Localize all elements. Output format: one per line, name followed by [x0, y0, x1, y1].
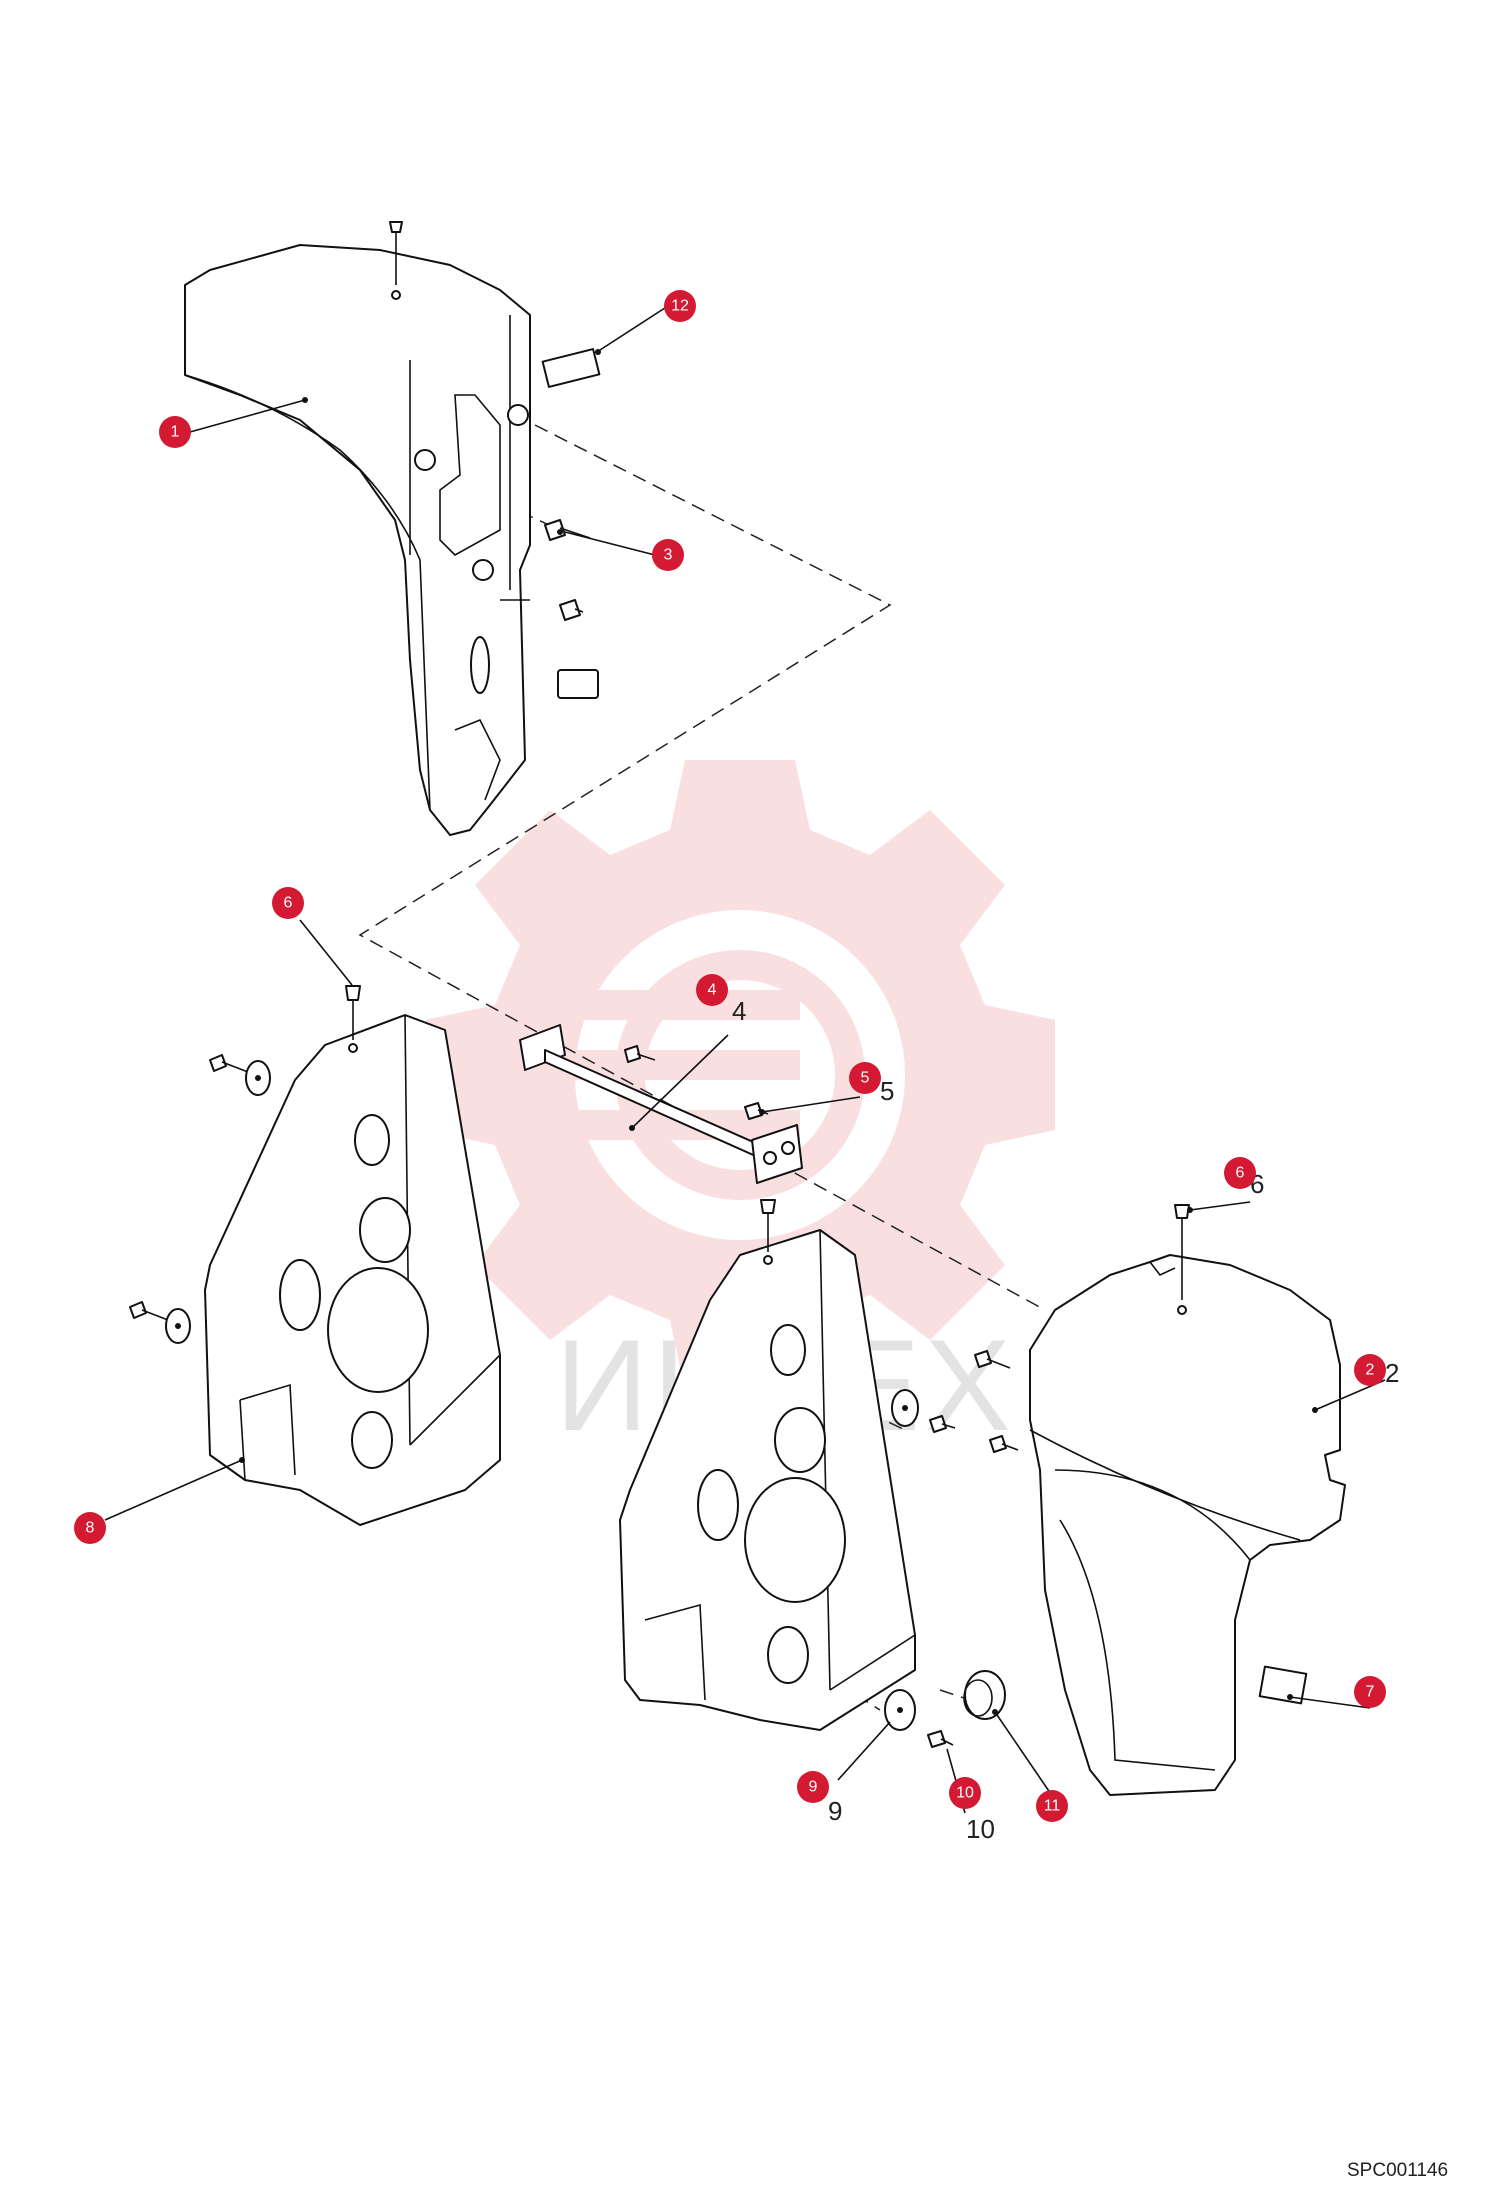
svg-text:7: 7 — [1366, 1684, 1375, 1701]
part-8-left-plate — [204, 1014, 501, 1526]
callout-10: 10 — [949, 1777, 981, 1809]
svg-text:4: 4 — [708, 982, 717, 999]
svg-text:11: 11 — [1044, 1798, 1061, 1815]
printed-number-10: 10 — [966, 1814, 995, 1844]
part-1-upper-bracket — [184, 244, 531, 836]
svg-text:12: 12 — [671, 298, 689, 315]
part-1-plate — [557, 669, 599, 699]
figure-code: SPC001146 — [1347, 2160, 1448, 2181]
rod-bolt — [624, 1045, 656, 1063]
callout-9: 9 — [797, 1771, 829, 1803]
svg-text:8: 8 — [86, 1520, 95, 1537]
part-10-bolt — [927, 1730, 946, 1748]
part-6-screw-right — [1174, 1204, 1190, 1315]
svg-text:10: 10 — [956, 1785, 974, 1802]
svg-text:1: 1 — [171, 424, 180, 441]
callout-2: 2 — [1354, 1354, 1386, 1386]
part-6-screw-left — [345, 985, 361, 1053]
part-3-bolts — [544, 519, 591, 621]
left-washers-bolts — [129, 1054, 271, 1344]
printed-number-5: 5 — [880, 1076, 894, 1106]
center-side-plate — [619, 1229, 916, 1731]
callout-8: 8 — [74, 1512, 106, 1544]
svg-text:3: 3 — [664, 547, 673, 564]
svg-text:6: 6 — [1236, 1165, 1245, 1182]
svg-text:2: 2 — [1366, 1362, 1375, 1379]
svg-text:6: 6 — [284, 895, 293, 912]
printed-number-4: 4 — [732, 996, 746, 1026]
callout-3: 3 — [652, 539, 684, 571]
svg-text:5: 5 — [861, 1070, 870, 1087]
callout-1: 1 — [159, 416, 191, 448]
callout-7: 7 — [1354, 1676, 1386, 1708]
callout-badges: 1 12 3 6 4 5 6 2 8 7 9 10 11 — [74, 290, 1386, 1822]
callout-5: 5 — [849, 1062, 881, 1094]
watermark-gear-logo — [425, 760, 1055, 1390]
center-washers-bolts — [891, 1350, 1019, 1453]
printed-part-numbers: 4 5 6 2 10 9 — [732, 996, 1399, 1844]
part-11-cap — [964, 1670, 1006, 1720]
printed-number-9: 9 — [828, 1796, 842, 1826]
svg-text:9: 9 — [809, 1779, 818, 1796]
part-12-label — [541, 348, 601, 388]
callout-6-left: 6 — [272, 887, 304, 919]
top-screw-part-1 — [389, 221, 403, 300]
part-4-rod — [519, 1024, 803, 1184]
callout-4: 4 — [696, 974, 728, 1006]
callout-11: 11 — [1036, 1790, 1068, 1822]
callout-12: 12 — [664, 290, 696, 322]
part-6-screw-center — [760, 1199, 776, 1265]
printed-number-2: 2 — [1385, 1358, 1399, 1388]
bottom-fasteners — [884, 1670, 1006, 1748]
part-7-label — [1258, 1665, 1308, 1705]
callout-6-right: 6 — [1224, 1157, 1256, 1189]
part-2-right-cover — [1029, 1254, 1346, 1796]
